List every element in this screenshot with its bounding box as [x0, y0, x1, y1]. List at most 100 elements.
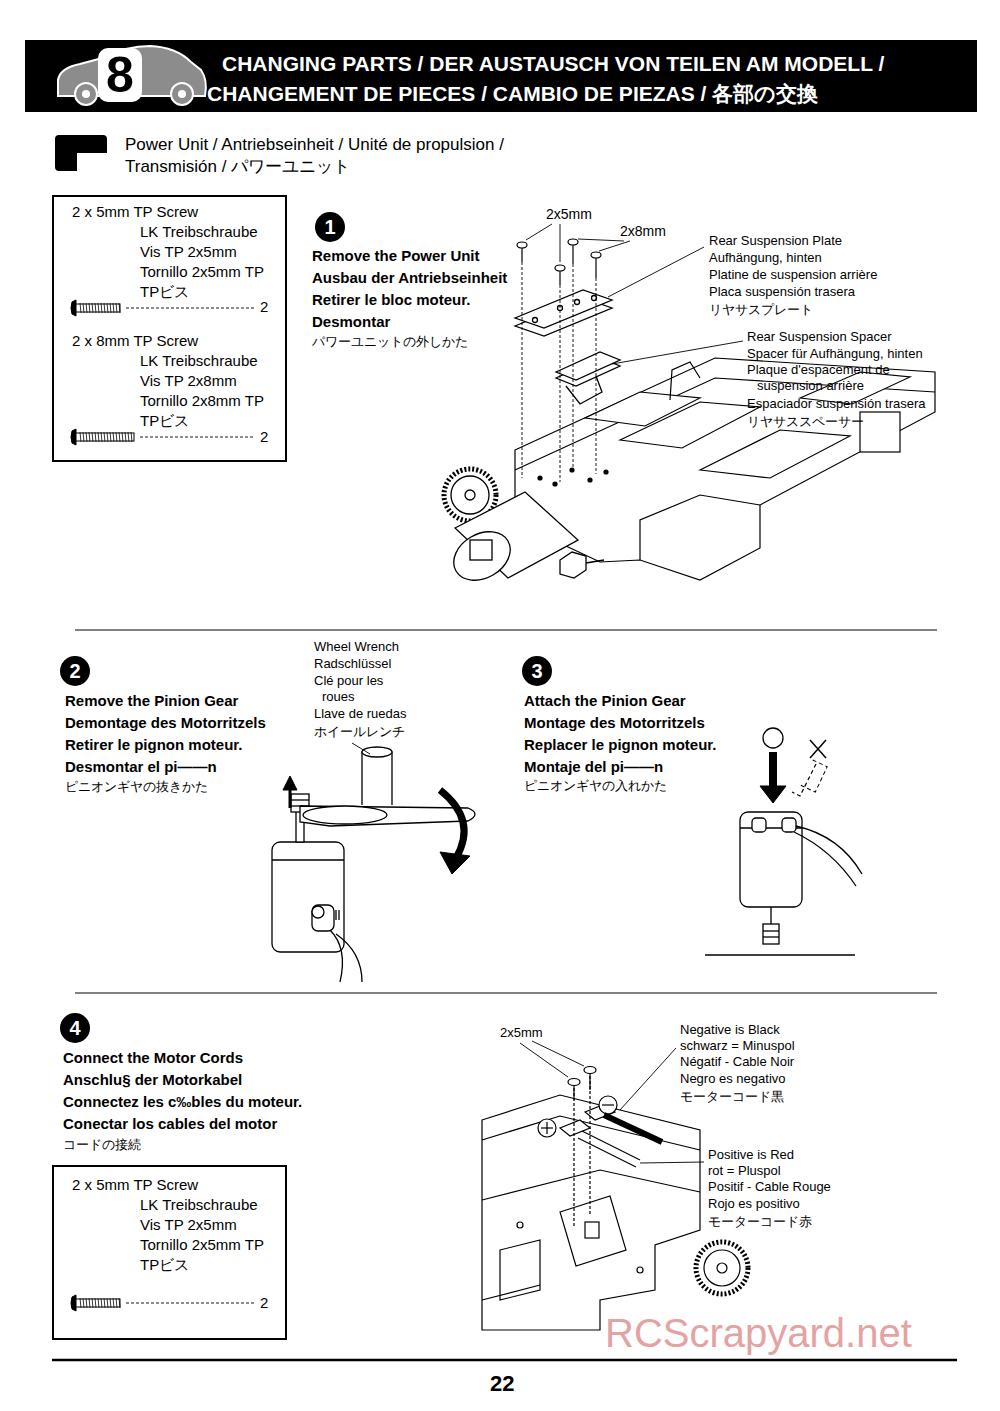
motor-drawing: [794, 832, 856, 886]
section-heading: Power Unit / Antriebseinheit / Unité de …: [55, 134, 575, 180]
step-heading: Connectez les c‰bles du moteur.: [63, 1092, 302, 1111]
screw-icon: [76, 433, 134, 441]
motor-drawing: [705, 812, 862, 955]
callout-label: Placa suspensión trasera: [709, 284, 855, 300]
step-number: 4: [60, 1013, 90, 1043]
arrow-symbol: [440, 790, 464, 858]
car-silhouette: [75, 83, 97, 105]
motor-drawing: [465, 490, 475, 500]
ng-symbol: [810, 740, 826, 758]
screw-icon: [92, 432, 93, 442]
gear-drawing: [717, 1263, 727, 1273]
part-name: Vis TP 2x8mm: [140, 372, 237, 390]
chassis-drawing: [670, 362, 700, 400]
part-name: TPビス: [140, 1256, 189, 1274]
leader-line: [578, 239, 624, 241]
bottom-rule: [52, 1360, 957, 1361]
callout-label: Rear Suspension Plate: [709, 233, 842, 249]
polarity-symbol: [599, 1096, 617, 1114]
step-heading: Retirer le pignon moteur.: [65, 735, 243, 754]
screw-drawing: [521, 248, 522, 262]
callout-label: 2x8mm: [620, 222, 666, 240]
arrow-symbol: [769, 752, 777, 790]
step-number: 1: [315, 212, 345, 242]
screw-icon: [119, 432, 120, 442]
step-heading: Anschlu§ der Motorkabel: [63, 1070, 242, 1089]
callout-label: schwarz = Minuspol: [680, 1038, 795, 1054]
screw-icon: [95, 1298, 96, 1308]
motor-drawing: [445, 522, 519, 590]
polarity-symbol: [538, 1119, 556, 1137]
suspension-spacer: [556, 352, 620, 380]
screw-icon: [83, 432, 84, 442]
chassis-drawing: [860, 412, 900, 452]
ok-symbol: [763, 728, 783, 748]
motor-drawing: [763, 936, 779, 937]
screw-icon: [116, 303, 117, 313]
screw-icon: [71, 1295, 76, 1311]
suspension-spacer: [556, 352, 620, 404]
callout-label: Llave de ruedas: [314, 706, 407, 722]
arrow-symbol: [440, 852, 470, 874]
chassis-drawing: [640, 495, 760, 560]
wheel-wrench-drawing: [362, 748, 392, 805]
wheel-wrench-drawing: [300, 806, 475, 826]
chassis-drawing: [538, 476, 542, 480]
chassis-drawing: [560, 1196, 626, 1266]
callout-label: コードの接続: [63, 1137, 141, 1153]
step-number-text: 2: [69, 656, 80, 686]
watermark: RCScrapyard.net: [605, 1308, 912, 1358]
leader-line: [520, 1043, 568, 1077]
ng-symbol: [810, 740, 826, 758]
screw-drawing: [573, 264, 574, 470]
chassis-drawing: [517, 1222, 523, 1228]
callout-label: Aufhängung, hinten: [709, 250, 822, 266]
step-heading: 22: [490, 1370, 514, 1398]
step-heading: Connect the Motor Cords: [63, 1048, 243, 1067]
callout-label: ピニオンギヤの入れかた: [524, 778, 667, 794]
chassis-drawing: [500, 1240, 540, 1300]
screw-icon: [98, 432, 99, 442]
motor-drawing: [763, 930, 779, 931]
arrow-symbol: [792, 764, 816, 796]
arrow-symbol: [801, 760, 827, 792]
callout-label: モーターコード黒: [680, 1089, 784, 1105]
screw-icon: [131, 432, 132, 442]
screw-icon: [92, 303, 93, 313]
suspension-plate: [515, 290, 612, 336]
arrow-symbol: [760, 752, 827, 803]
screw-icon: [126, 308, 254, 309]
screw-icon: [98, 303, 99, 313]
screw-icon: [125, 432, 126, 442]
gear-drawing: [704, 1250, 740, 1286]
screw-drawing: [568, 239, 578, 245]
screw-icon: [122, 432, 123, 442]
screw-icon: [83, 1298, 84, 1308]
motor-drawing: [272, 859, 344, 860]
quantity: 2: [260, 298, 268, 316]
part-name: LK Treibschraube: [140, 352, 258, 370]
wheel-wrench-drawing: [300, 747, 475, 826]
screw-icon: [80, 303, 81, 313]
screw-icon: [76, 304, 120, 312]
screw-drawing: [522, 262, 523, 478]
page-title: CHANGING PARTS / DER AUSTAUSCH VON TEILE…: [207, 49, 967, 109]
screw-drawing: [572, 245, 573, 264]
screw-icon: [116, 1298, 117, 1308]
part-name: LK Treibschraube: [140, 223, 258, 241]
motor-drawing: [451, 476, 489, 514]
callout-label: Plaque d'espacement de suspension arrièr…: [747, 362, 907, 394]
step-number-text: 4: [69, 1013, 80, 1043]
chassis-drawing: [515, 358, 935, 580]
leader-line: [352, 743, 370, 754]
leader-line: [599, 241, 630, 251]
motor-drawing: [336, 934, 362, 982]
screw-icon: [86, 1298, 87, 1308]
screw-drawing: [560, 285, 561, 482]
callout-label: リヤサススペーサー: [747, 414, 864, 430]
part-name: Vis TP 2x5mm: [140, 243, 237, 261]
gear-drawing: [696, 1242, 748, 1294]
part-name: Vis TP 2x5mm: [140, 1216, 237, 1234]
screw-icon: [101, 1298, 102, 1308]
motor-drawing: [586, 560, 604, 563]
